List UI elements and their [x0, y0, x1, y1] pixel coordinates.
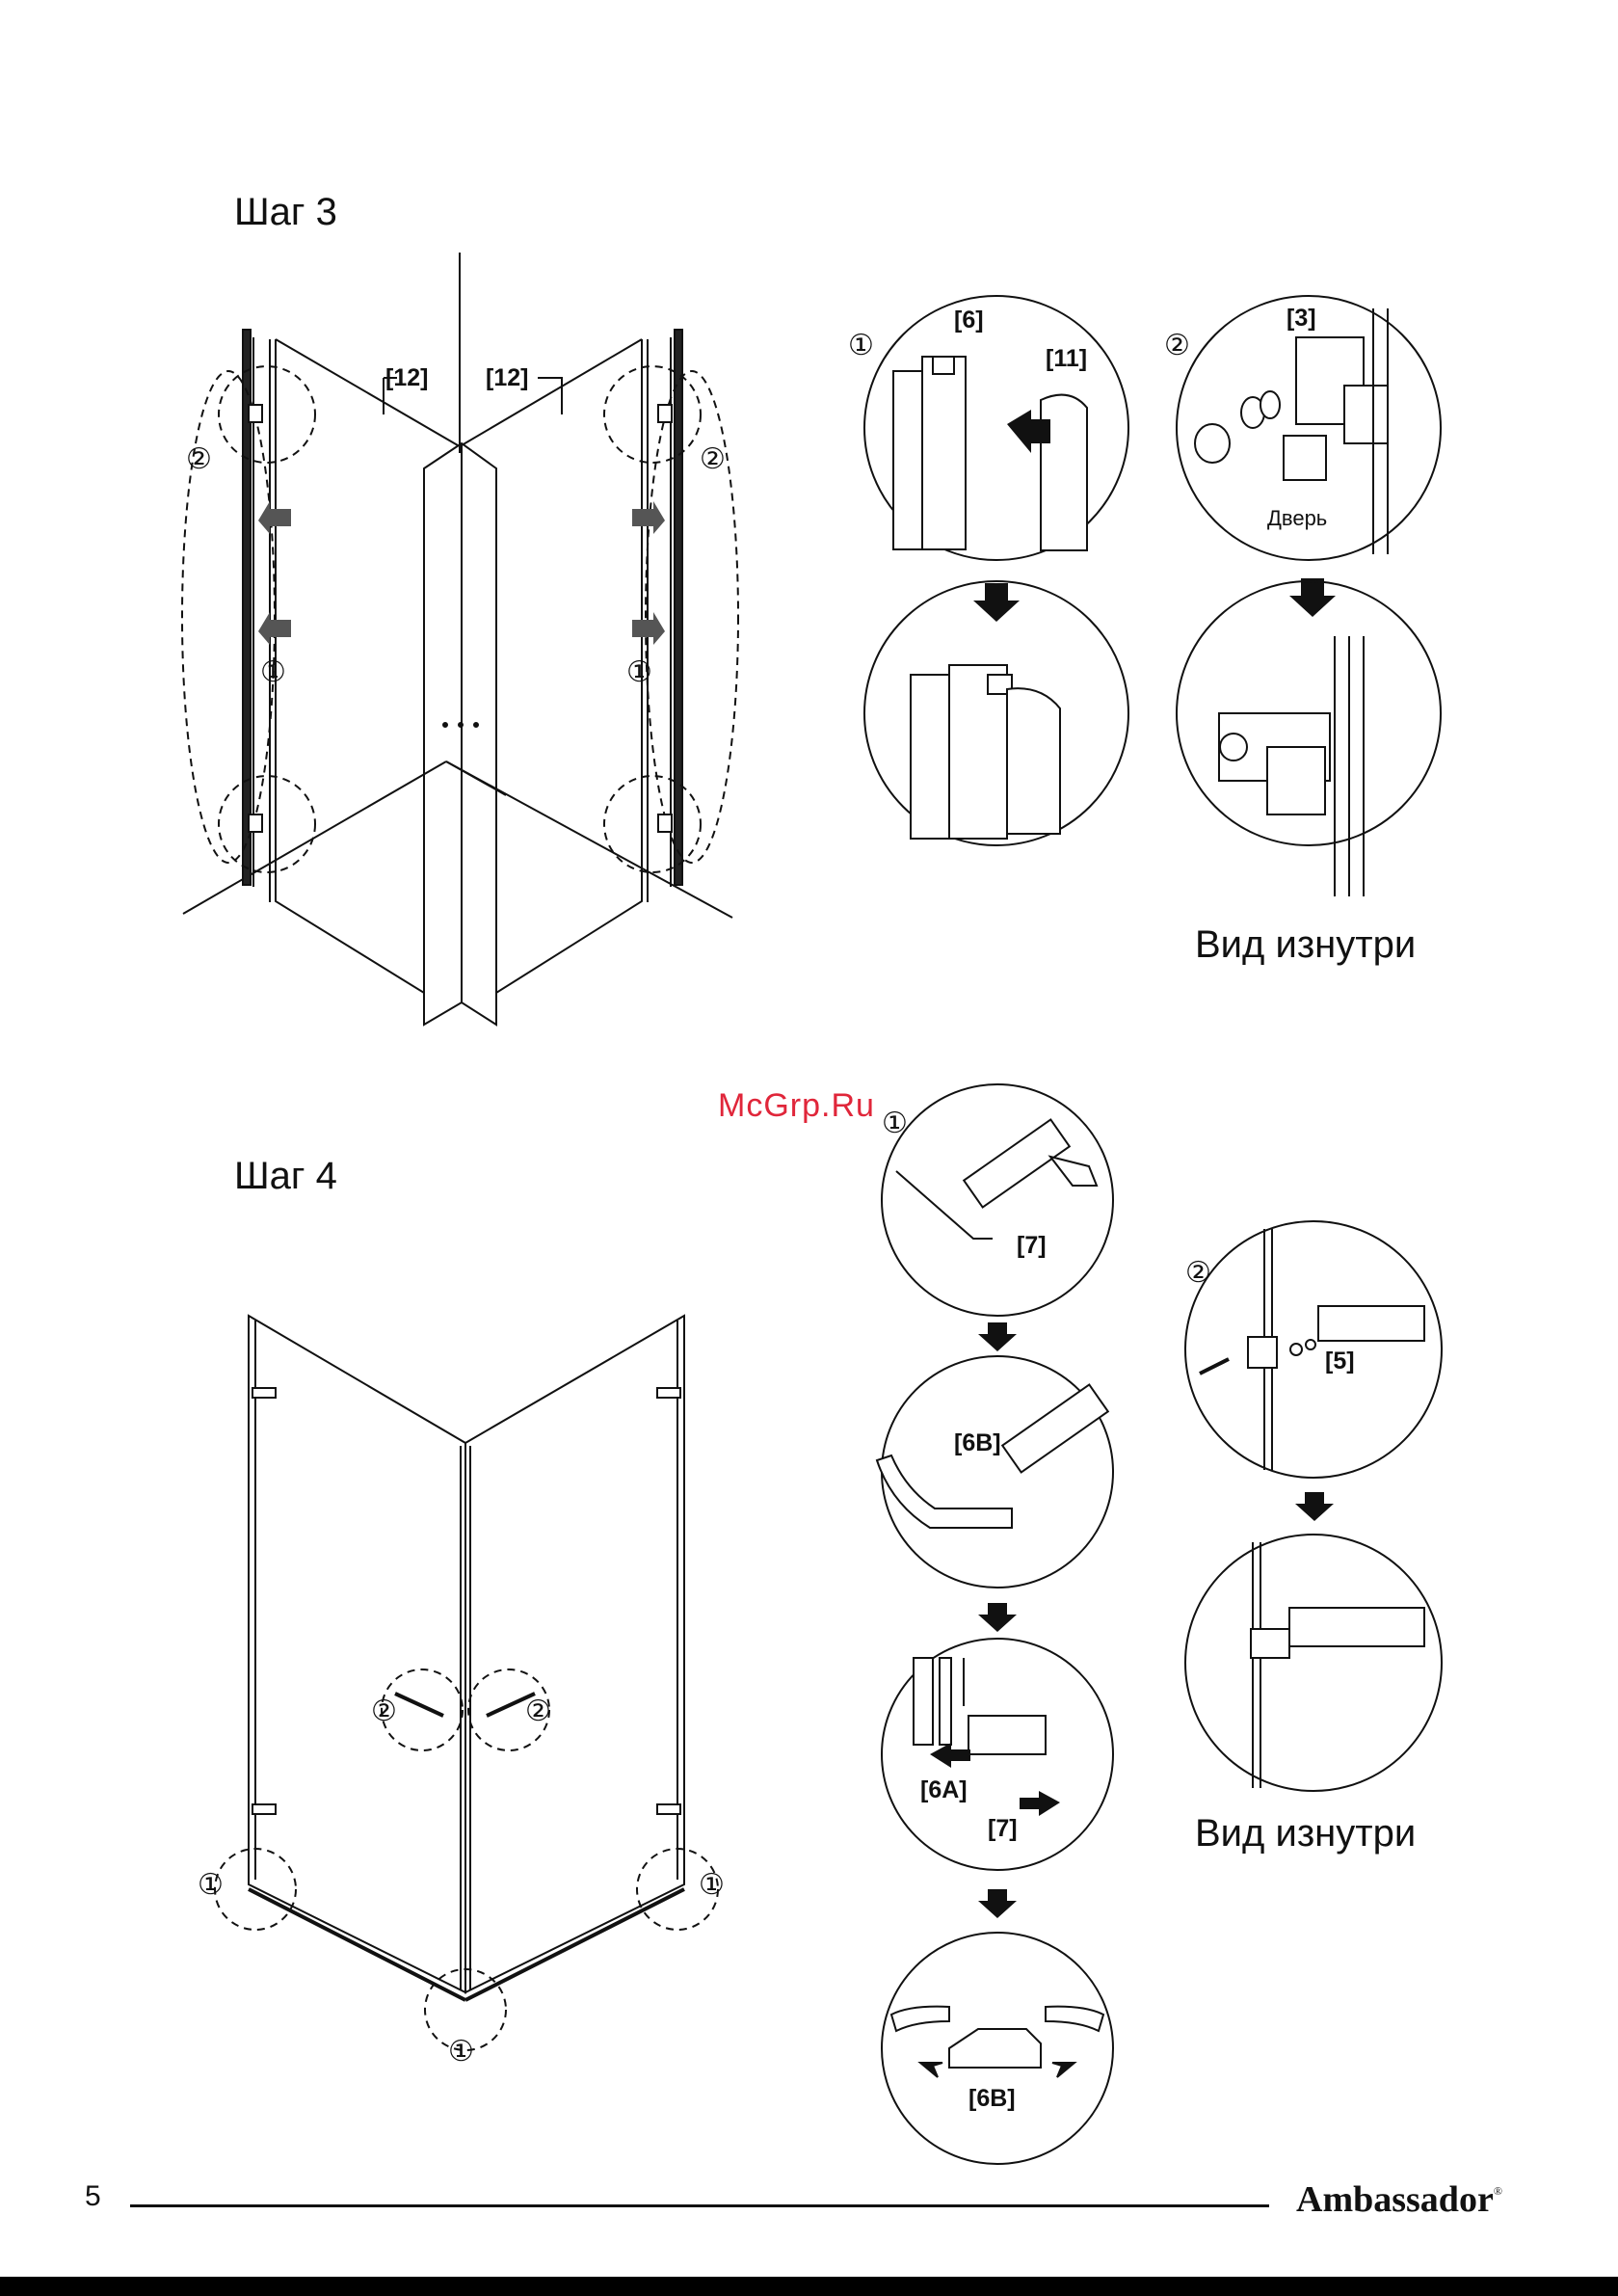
step3-right-marker-one: ① — [626, 656, 652, 688]
step4-handle-left-marker: ② — [371, 1695, 397, 1727]
label-handle: [5] — [1325, 1348, 1355, 1375]
label-corner-piece: [6B] — [954, 1429, 1001, 1456]
footer-divider — [130, 2204, 1269, 2207]
label-hinge: [3] — [1286, 305, 1316, 332]
step3-detail-1-marker: ① — [848, 330, 874, 361]
brand-name: Ambassador — [1296, 2179, 1494, 2220]
brand-logo: Ambassador® — [1296, 2178, 1502, 2221]
step3-right-marker-two: ② — [700, 443, 726, 475]
step4-shower-enclosure — [215, 1316, 718, 2050]
door-label: Дверь — [1267, 506, 1327, 530]
step4-detail-corner-glue — [877, 1356, 1113, 1588]
step4-detail-2-marker: ② — [1185, 1257, 1211, 1289]
step3-left-marker-one: ① — [260, 656, 286, 688]
label-glue-b: [7] — [988, 1815, 1018, 1842]
label-profile: [6] — [954, 307, 984, 334]
bottom-edge-strip — [0, 2277, 1618, 2296]
label-corner-bottom: [6B] — [968, 2085, 1016, 2112]
step3-detail-profile-seal — [864, 296, 1128, 845]
step4-right-bottom-marker: ① — [699, 1869, 725, 1901]
label-profile-a: [6A] — [920, 1776, 968, 1803]
step4-left-bottom-marker: ① — [198, 1869, 224, 1901]
step3-detail-2-marker: ② — [1164, 330, 1190, 361]
page-number: 5 — [85, 2180, 101, 2213]
step4-center-bottom-marker: ① — [448, 2036, 474, 2068]
step3-left-marker-two: ② — [186, 443, 212, 475]
registered-mark: ® — [1494, 2184, 1502, 2198]
label-glass-left: [12] — [385, 364, 428, 391]
step3-corner-diagram — [182, 253, 738, 1025]
label-glue-tube: [7] — [1017, 1232, 1047, 1259]
step4-detail-1-marker: ① — [882, 1108, 908, 1139]
step4-handle-right-marker: ② — [525, 1695, 551, 1727]
step4-detail-glue-strip — [882, 1084, 1113, 1316]
label-glass-right: [12] — [486, 364, 528, 391]
step4-detail-handle-mount — [1185, 1221, 1442, 1478]
step4-detail-corner-seal — [882, 1933, 1113, 2164]
label-seal: [11] — [1046, 345, 1087, 372]
step3-detail-hinge-door — [1177, 296, 1441, 896]
step4-detail-handle-result — [1185, 1535, 1442, 1791]
